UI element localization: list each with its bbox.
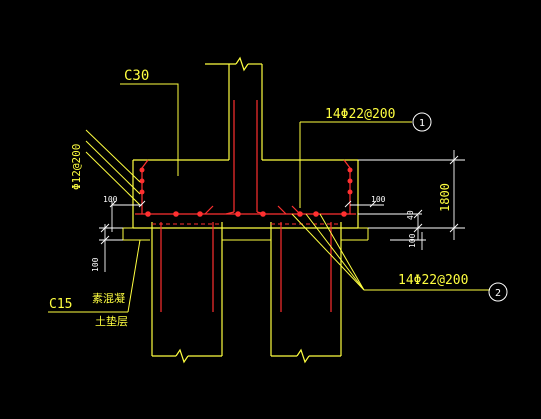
callout-circle-2: 2 [488, 282, 508, 302]
height-dimension-label: 1800 [438, 183, 452, 212]
top-rebar-label: 14Φ22@200 [325, 107, 395, 122]
soil-layer-label: 土垫层 [95, 314, 128, 328]
callout-circle-1: 1 [412, 112, 432, 132]
blinding-layer [122, 227, 369, 241]
blinding-material-label: 素混凝 [92, 291, 125, 305]
concrete-grade-label: C30 [124, 68, 149, 84]
lower-left-dimension: 100 [91, 257, 100, 272]
pile-cap-outline [132, 159, 359, 229]
dimension-lines [99, 150, 465, 272]
column-outline [205, 56, 263, 160]
side-rebar-label: Φ12@200 [70, 144, 83, 190]
blinding-grade-label: C15 [49, 297, 72, 312]
bottom-rebar-label: 14Φ22@200 [398, 273, 468, 288]
callout-1-text: 1 [419, 118, 425, 129]
cover-left-dimension: 100 [103, 195, 118, 204]
cover-right-dimension: 100 [371, 195, 386, 204]
cap-rebar [135, 159, 356, 215]
small-dimension: 40 [406, 210, 415, 220]
callout-2-text: 2 [495, 288, 501, 299]
pile-left [151, 222, 223, 364]
column-rebar [225, 100, 266, 215]
pile-rebar [160, 222, 332, 312]
lower-right-dimension: 100 [408, 233, 417, 248]
rebar-dots [139, 167, 353, 217]
pile-right [270, 222, 342, 364]
leader-lines [48, 83, 490, 313]
